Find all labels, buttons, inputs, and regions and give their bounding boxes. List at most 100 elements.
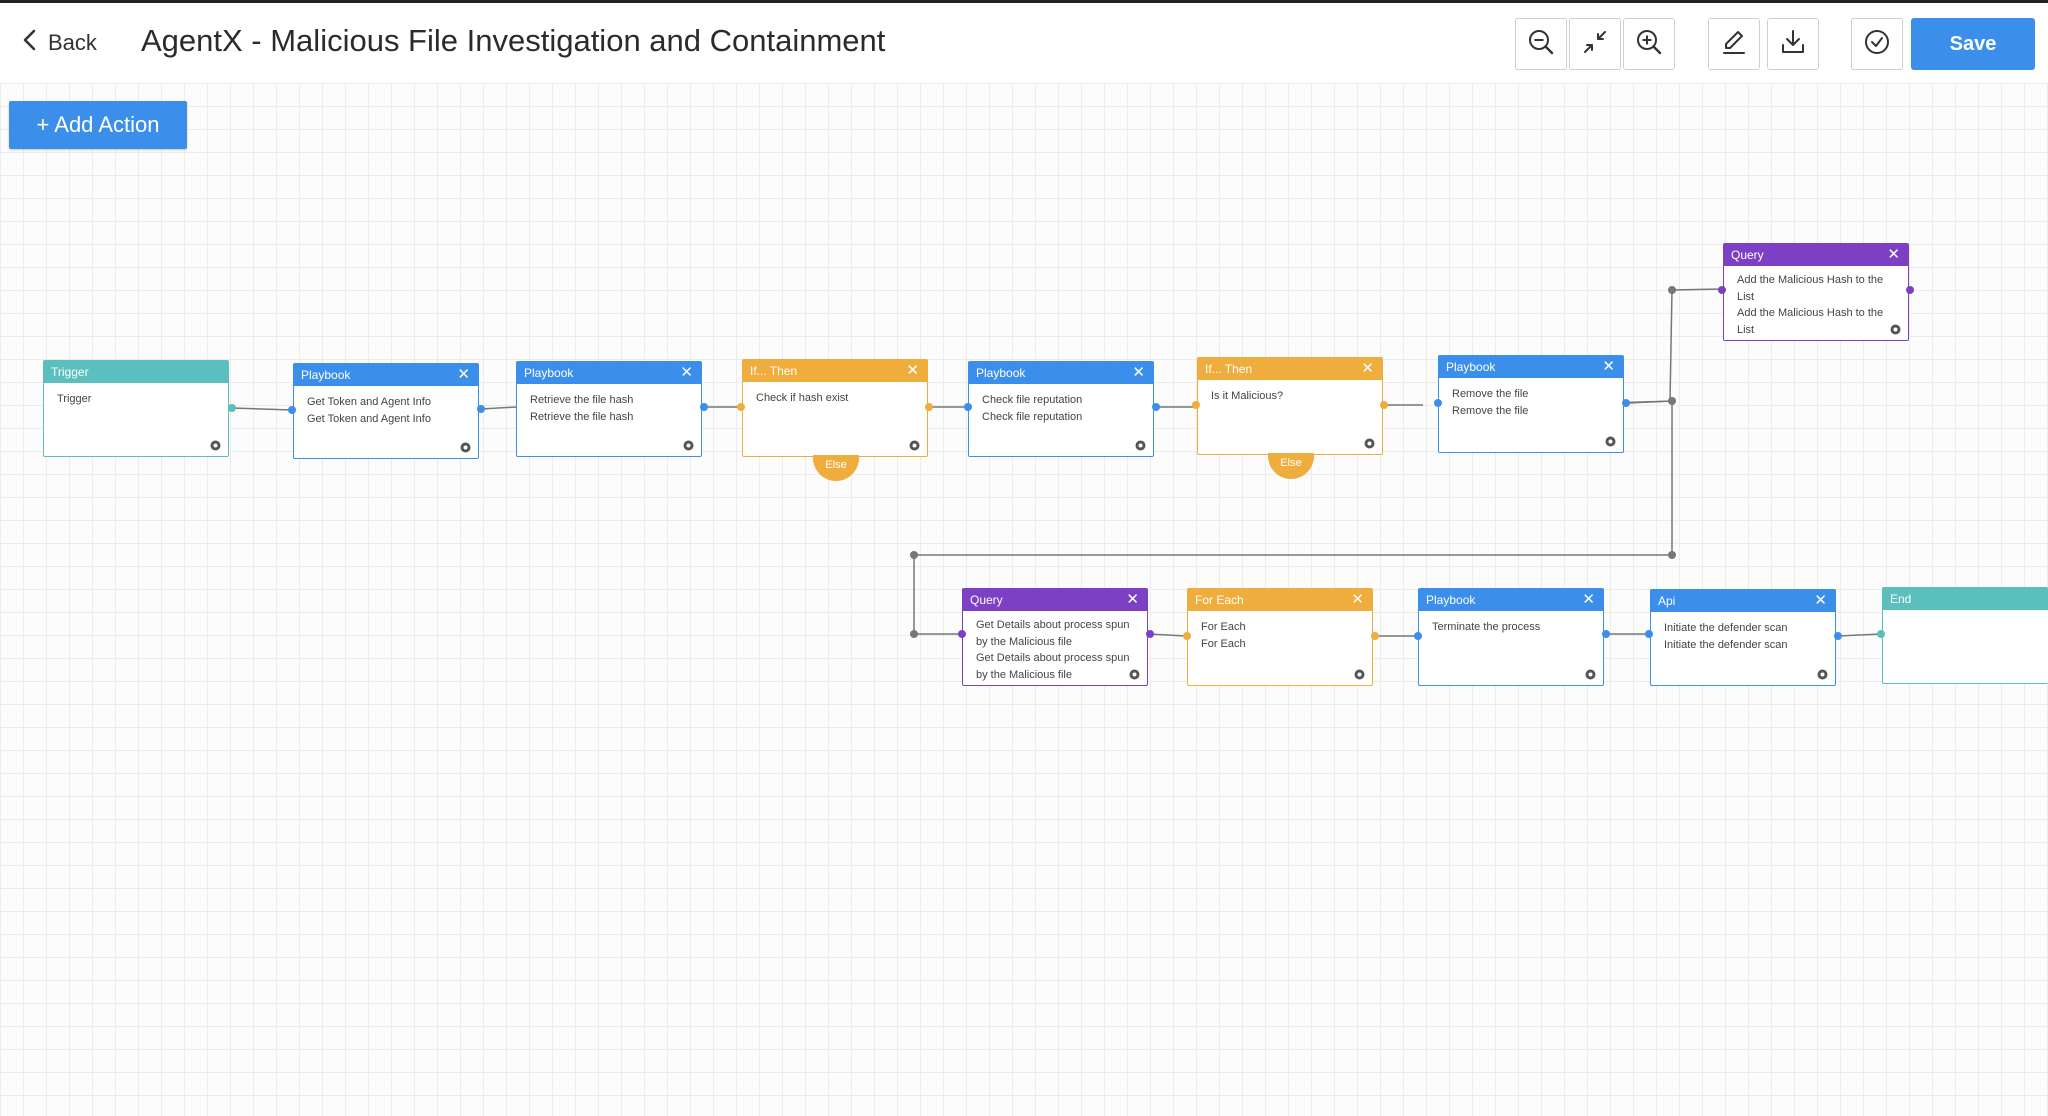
close-icon[interactable]: ✕ bbox=[1126, 589, 1139, 610]
gear-icon[interactable] bbox=[1889, 323, 1902, 336]
node-playbook-check-reputation[interactable]: Playbook✕ Check file reputation Check fi… bbox=[968, 361, 1154, 457]
output-port[interactable] bbox=[1371, 632, 1379, 640]
gear-icon[interactable] bbox=[459, 441, 472, 454]
download-button[interactable] bbox=[1767, 18, 1819, 70]
close-icon[interactable]: ✕ bbox=[906, 360, 919, 381]
zoom-out-button[interactable] bbox=[1515, 18, 1567, 70]
input-port[interactable] bbox=[737, 403, 745, 411]
output-port[interactable] bbox=[925, 403, 933, 411]
zoom-in-button[interactable] bbox=[1623, 18, 1675, 70]
close-icon[interactable]: ✕ bbox=[1814, 590, 1827, 611]
node-playbook-get-token[interactable]: Playbook✕ Get Token and Agent Info Get T… bbox=[293, 363, 479, 459]
input-port[interactable] bbox=[1645, 630, 1653, 638]
node-playbook-retrieve-hash[interactable]: Playbook✕ Retrieve the file hash Retriev… bbox=[516, 361, 702, 457]
node-header: Playbook bbox=[976, 366, 1025, 380]
input-port[interactable] bbox=[288, 406, 296, 414]
save-button[interactable]: Save bbox=[1911, 18, 2035, 70]
node-header: Query bbox=[1731, 248, 1764, 262]
node-query-add-hash[interactable]: Query ✕ Add the Malicious Hash to the Lis… bbox=[1723, 243, 1909, 341]
output-port[interactable] bbox=[1622, 399, 1630, 407]
output-port[interactable] bbox=[1152, 403, 1160, 411]
output-port[interactable] bbox=[477, 405, 485, 413]
node-description: Get Details about process spun by the Ma… bbox=[976, 617, 1135, 650]
node-header: For Each bbox=[1195, 593, 1244, 607]
close-icon[interactable]: ✕ bbox=[1361, 358, 1374, 379]
gear-icon[interactable] bbox=[682, 439, 695, 452]
zoom-out-icon bbox=[1527, 28, 1555, 61]
output-port[interactable] bbox=[1146, 630, 1154, 638]
node-description: Check file reputation bbox=[982, 409, 1141, 426]
close-icon[interactable]: ✕ bbox=[457, 364, 470, 385]
node-header: Playbook bbox=[301, 368, 350, 382]
node-description: Remove the file bbox=[1452, 386, 1611, 403]
input-port[interactable] bbox=[1183, 632, 1191, 640]
gear-icon[interactable] bbox=[1363, 437, 1376, 450]
gear-icon[interactable] bbox=[1128, 668, 1141, 681]
input-port[interactable] bbox=[1877, 630, 1885, 638]
output-port[interactable] bbox=[700, 403, 708, 411]
node-description: Retrieve the file hash bbox=[530, 392, 689, 409]
close-icon[interactable]: ✕ bbox=[680, 362, 693, 383]
node-description: Trigger bbox=[57, 391, 216, 408]
node-description: For Each bbox=[1201, 619, 1360, 636]
node-header: Query bbox=[970, 593, 1003, 607]
add-action-button[interactable]: + Add Action bbox=[9, 101, 187, 149]
gear-icon[interactable] bbox=[209, 439, 222, 452]
node-description: For Each bbox=[1201, 636, 1360, 653]
input-port[interactable] bbox=[958, 630, 966, 638]
edit-button[interactable] bbox=[1708, 18, 1760, 70]
back-label: Back bbox=[48, 30, 97, 56]
node-description: Terminate the process bbox=[1432, 619, 1591, 636]
node-header: If... Then bbox=[750, 364, 797, 378]
output-port[interactable] bbox=[1906, 286, 1914, 294]
node-header: If... Then bbox=[1205, 362, 1252, 376]
node-header: Trigger bbox=[44, 361, 228, 383]
node-description: Is it Malicious? bbox=[1211, 388, 1370, 405]
gear-icon[interactable] bbox=[1816, 668, 1829, 681]
node-description: Initiate the defender scan bbox=[1664, 620, 1823, 637]
close-icon[interactable]: ✕ bbox=[1582, 589, 1595, 610]
node-description: Initiate the defender scan bbox=[1664, 637, 1823, 654]
input-port[interactable] bbox=[1434, 399, 1442, 407]
gear-icon[interactable] bbox=[1353, 668, 1366, 681]
node-trigger[interactable]: Trigger Trigger bbox=[43, 360, 229, 457]
gear-icon[interactable] bbox=[1134, 439, 1147, 452]
gear-icon[interactable] bbox=[1584, 668, 1597, 681]
output-port[interactable] bbox=[228, 404, 236, 412]
back-button[interactable]: Back bbox=[22, 29, 97, 56]
input-port[interactable] bbox=[1414, 632, 1422, 640]
gear-icon[interactable] bbox=[1604, 435, 1617, 448]
node-end[interactable]: End bbox=[1882, 587, 2048, 684]
node-query-process-details[interactable]: Query ✕ Get Details about process spun by… bbox=[962, 588, 1148, 686]
fit-screen-button[interactable] bbox=[1569, 18, 1621, 70]
edit-icon bbox=[1720, 28, 1748, 61]
node-api-defender-scan[interactable]: Api✕ Initiate the defender scan Initiate… bbox=[1650, 589, 1836, 686]
close-icon[interactable]: ✕ bbox=[1132, 362, 1145, 383]
node-header: Playbook bbox=[524, 366, 573, 380]
input-port[interactable] bbox=[1718, 286, 1726, 294]
input-port[interactable] bbox=[1192, 401, 1200, 409]
node-header: Playbook bbox=[1446, 360, 1495, 374]
header-bar: Back AgentX - Malicious File Investigati… bbox=[0, 3, 2048, 83]
close-icon[interactable]: ✕ bbox=[1887, 244, 1900, 265]
gear-icon[interactable] bbox=[908, 439, 921, 452]
output-port[interactable] bbox=[1380, 401, 1388, 409]
close-icon[interactable]: ✕ bbox=[1351, 589, 1364, 610]
node-if-malicious[interactable]: If... Then ✕ Is it Malicious? bbox=[1197, 357, 1383, 455]
close-icon[interactable]: ✕ bbox=[1602, 356, 1615, 377]
output-port[interactable] bbox=[1602, 630, 1610, 638]
node-playbook-remove-file[interactable]: Playbook✕ Remove the file Remove the fil… bbox=[1438, 355, 1624, 453]
node-description: Add the Malicious Hash to the List bbox=[1737, 305, 1896, 338]
node-for-each[interactable]: For Each ✕ For Each For Each bbox=[1187, 588, 1373, 686]
node-header: Playbook bbox=[1426, 593, 1475, 607]
node-description: Add the Malicious Hash to the List bbox=[1737, 272, 1896, 305]
input-port[interactable] bbox=[964, 403, 972, 411]
node-if-hash-exist[interactable]: If... Then✕ Check if hash exist bbox=[742, 359, 928, 457]
node-description: Get Token and Agent Info bbox=[307, 411, 466, 428]
download-icon bbox=[1779, 28, 1807, 61]
node-description: Get Details about process spun by the Ma… bbox=[976, 650, 1135, 683]
output-port[interactable] bbox=[1834, 632, 1842, 640]
node-playbook-terminate[interactable]: Playbook ✕ Terminate the process bbox=[1418, 588, 1604, 686]
validate-button[interactable] bbox=[1851, 18, 1903, 70]
page-title: AgentX - Malicious File Investigation an… bbox=[141, 23, 885, 59]
